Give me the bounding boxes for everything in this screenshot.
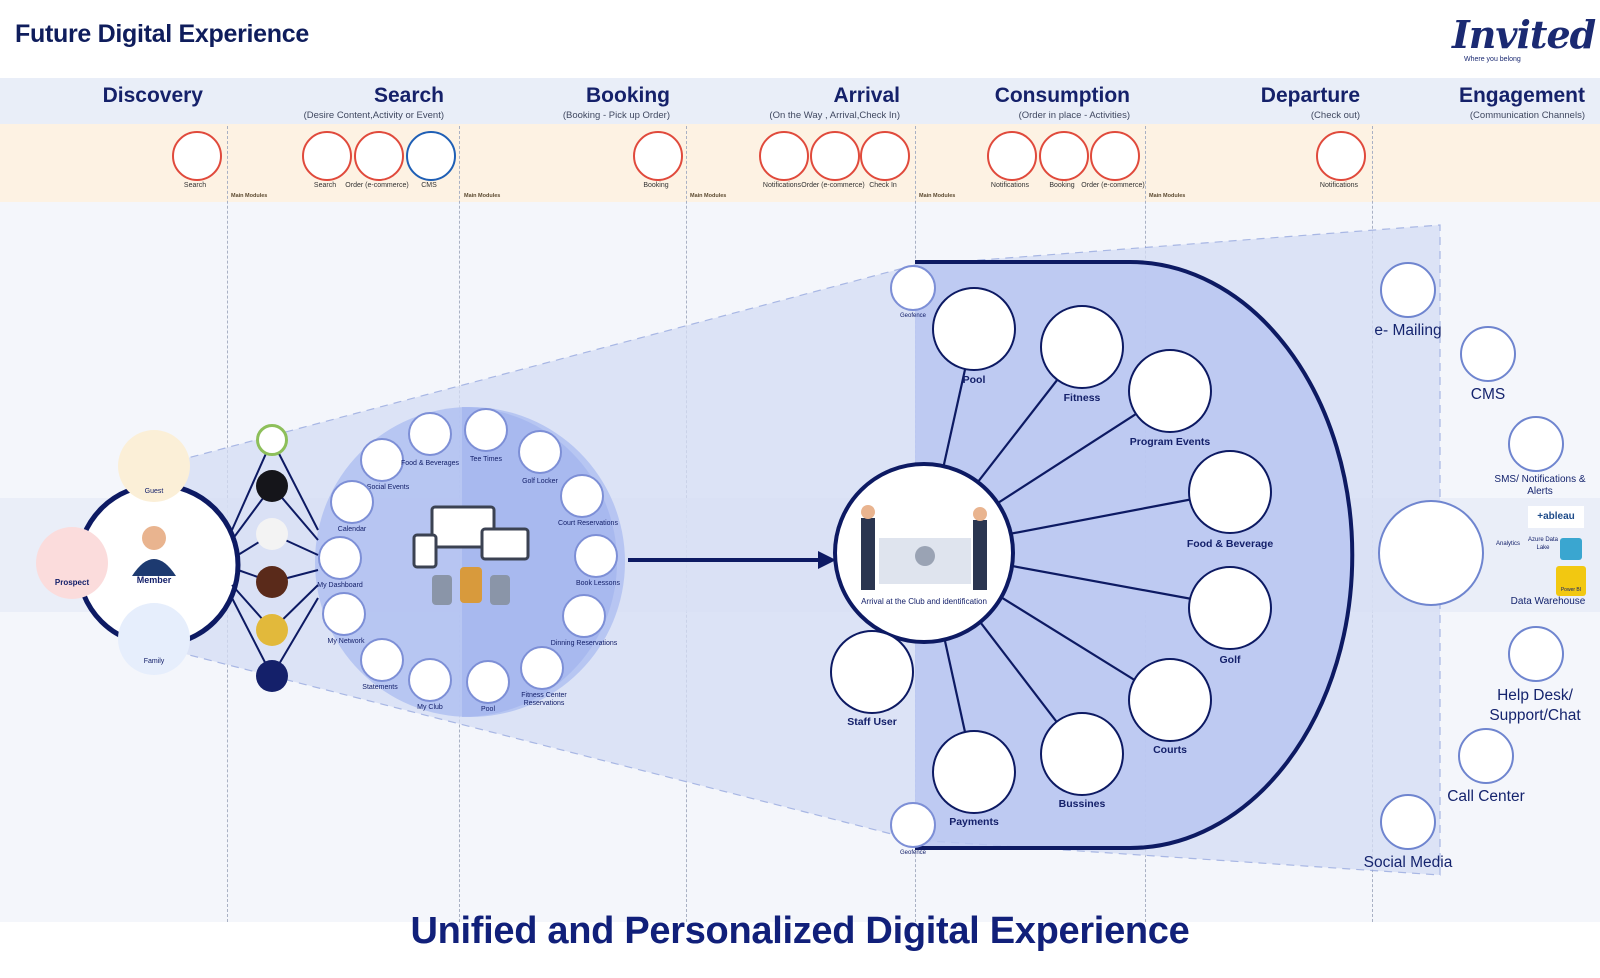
member-avatar <box>126 520 182 576</box>
social-media-icon <box>1380 794 1436 850</box>
power-bi-icon <box>1556 566 1586 596</box>
order-module-icon <box>354 131 404 181</box>
club-logo-3-icon <box>256 518 288 550</box>
courts-icon <box>1128 658 1212 742</box>
checkin-module-icon <box>860 131 910 181</box>
stage-arrival: Arrival (On the Way , Arrival,Check In) <box>769 84 900 121</box>
geofence-top-icon <box>890 265 936 311</box>
search-module-icon <box>302 131 352 181</box>
dinning-reservations-icon <box>562 594 606 638</box>
court-reservations-icon <box>560 474 604 518</box>
guest-avatar <box>118 430 190 502</box>
my-network-icon <box>322 592 366 636</box>
invited-logo: Invited Where you belong <box>1452 12 1596 63</box>
notifications-module-icon <box>759 131 809 181</box>
notifications-module-icon <box>1316 131 1366 181</box>
main-modules-label: Main Modules <box>919 193 956 199</box>
bussines-icon <box>1040 712 1124 796</box>
fitness-icon <box>1040 305 1124 389</box>
prospect-avatar <box>36 527 108 599</box>
azure-data-lake-icon <box>1560 538 1582 560</box>
tableau-logo: +ableau <box>1528 506 1584 528</box>
geofence-bottom-icon <box>890 802 936 848</box>
club-logo-2-icon <box>256 470 288 502</box>
order-module-icon <box>810 131 860 181</box>
club-logo-5-icon <box>256 614 288 646</box>
arrival-hub <box>833 462 1015 644</box>
stage-search: Search (Desire Content,Activity or Event… <box>303 84 444 121</box>
stage-departure: Departure (Check out) <box>1260 84 1360 121</box>
sms-icon <box>1508 416 1564 472</box>
main-modules-label: Main Modules <box>464 193 501 199</box>
invited-app-icon <box>256 660 288 692</box>
main-modules-label: Main Modules <box>231 193 268 199</box>
calendar-icon <box>330 480 374 524</box>
cms-icon <box>1460 326 1516 382</box>
statements-icon <box>360 638 404 682</box>
book-lessons-icon <box>574 534 618 578</box>
program-events-icon <box>1128 349 1212 433</box>
email-icon <box>1380 262 1436 318</box>
footer-title: Unified and Personalized Digital Experie… <box>410 910 1190 952</box>
consumption-dome-outline <box>915 260 1355 850</box>
notifications-module-icon <box>987 131 1037 181</box>
my-dashboard-icon <box>318 536 362 580</box>
main-modules-label: Main Modules <box>1149 193 1186 199</box>
devices-and-databases-icon <box>410 505 530 615</box>
stage-engagement: Engagement (Communication Channels) <box>1458 84 1585 121</box>
booking-module-icon <box>1039 131 1089 181</box>
search-module-icon <box>172 131 222 181</box>
call-center-icon <box>1458 728 1514 784</box>
my-club-icon <box>408 658 452 702</box>
tee-times-icon <box>464 408 508 452</box>
cms-module-icon <box>406 131 456 181</box>
club-logo-1-icon <box>256 424 288 456</box>
staff-user-icon <box>830 630 914 714</box>
golf-icon <box>1188 566 1272 650</box>
golf-locker-icon <box>518 430 562 474</box>
help-desk-icon <box>1508 626 1564 682</box>
food-beverages-icon <box>408 412 452 456</box>
stage-booking: Booking (Booking - Pick up Order) <box>562 84 670 121</box>
fitness-center-reservations-icon <box>520 646 564 690</box>
order-module-icon <box>1090 131 1140 181</box>
booking-module-icon <box>633 131 683 181</box>
main-modules-label: Main Modules <box>690 193 727 199</box>
consumption-dome <box>915 262 1353 848</box>
pool-app-icon <box>466 660 510 704</box>
stage-discovery: Discovery <box>102 84 203 107</box>
family-avatar <box>118 603 190 675</box>
social-events-icon <box>360 438 404 482</box>
stage-consumption: Consumption (Order in place - Activities… <box>994 84 1130 121</box>
pool-icon <box>932 287 1016 371</box>
food-beverage-icon <box>1188 450 1272 534</box>
stage-header-band <box>0 78 1600 124</box>
page-title: Future Digital Experience <box>15 20 309 48</box>
club-logo-4-icon <box>256 566 288 598</box>
engaged-members-avatar <box>1378 500 1484 606</box>
payments-icon <box>932 730 1016 814</box>
flow-arrow-head <box>818 551 836 569</box>
